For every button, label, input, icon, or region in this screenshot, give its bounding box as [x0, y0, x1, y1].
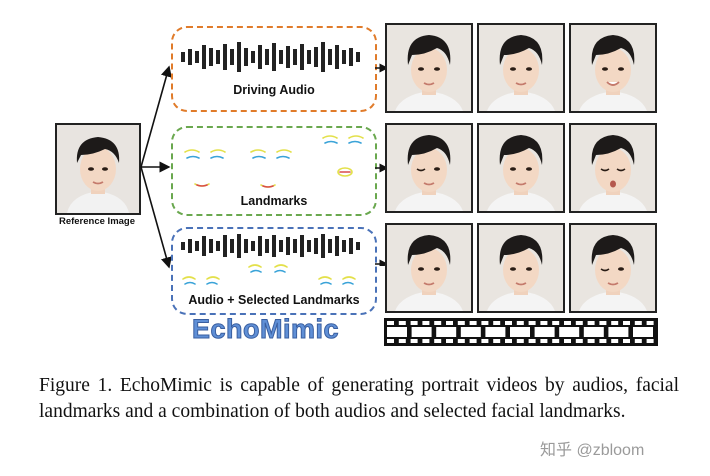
- film-cell: [534, 327, 555, 337]
- portrait-frame: [569, 23, 657, 113]
- echomimic-logo: EchoMimic: [191, 314, 340, 345]
- film-perforation: [575, 339, 583, 343]
- film-strip-icon: [384, 318, 658, 346]
- film-perforation: [410, 339, 418, 343]
- film-perforation: [469, 321, 477, 325]
- film-perforation: [540, 321, 548, 325]
- film-perforation: [446, 339, 453, 343]
- film-perforation: [528, 321, 536, 325]
- reference-image-label: Reference Image: [58, 216, 136, 227]
- film-cell: [485, 327, 506, 337]
- film-cell: [559, 327, 580, 337]
- film-perforation: [410, 321, 418, 325]
- portrait-frame: [477, 23, 565, 113]
- film-perforation: [516, 321, 524, 325]
- combo-waveform-icon: [181, 234, 360, 258]
- audio-landmarks-box: Audio + Selected Landmarks: [171, 227, 377, 315]
- portrait-frame: [385, 23, 473, 113]
- film-perforation: [422, 339, 430, 343]
- film-perforation: [634, 321, 642, 325]
- film-perforation: [469, 339, 477, 343]
- figure-caption: Figure 1. EchoMimic is capable of genera…: [39, 375, 679, 422]
- portrait-frame: [385, 123, 473, 213]
- watermark: 知乎 @zbloom: [540, 442, 645, 459]
- portrait-frame: [477, 123, 565, 213]
- driving-audio-label: Driving Audio: [233, 83, 315, 97]
- driving-audio-box: Driving Audio: [171, 26, 377, 112]
- film-perforation: [646, 321, 654, 325]
- film-perforation: [634, 339, 642, 343]
- film-perforation: [646, 339, 654, 343]
- film-perforation: [599, 339, 607, 343]
- film-perforation: [505, 321, 512, 325]
- portrait-frame: [569, 123, 657, 213]
- film-perforation: [623, 339, 630, 343]
- film-perforation: [552, 321, 560, 325]
- film-perforation: [387, 321, 394, 325]
- film-perforation: [587, 339, 595, 343]
- film-cell: [583, 327, 604, 337]
- reference-image: [55, 123, 141, 215]
- film-perforation: [493, 321, 501, 325]
- film-perforation: [457, 321, 465, 325]
- landmarks-box: Landmarks: [171, 126, 377, 216]
- film-perforation: [457, 339, 465, 343]
- film-perforation: [564, 339, 571, 343]
- landmarks-label: Landmarks: [240, 194, 308, 208]
- portrait-frame: [569, 223, 657, 313]
- fan-arrows: [140, 65, 172, 269]
- film-cell: [460, 327, 481, 337]
- portrait-frame: [385, 223, 473, 313]
- film-perforation: [575, 321, 583, 325]
- film-perforation: [422, 321, 430, 325]
- film-perforation: [611, 339, 619, 343]
- film-perforation: [599, 321, 607, 325]
- film-cell: [510, 327, 530, 337]
- film-perforation: [540, 339, 548, 343]
- portrait-frame: [477, 223, 565, 313]
- facial-landmarks-icon: [184, 135, 364, 188]
- film-perforation: [481, 321, 489, 325]
- film-perforation: [481, 339, 489, 343]
- film-perforation: [552, 339, 560, 343]
- film-perforation: [434, 321, 442, 325]
- film-perforation: [528, 339, 536, 343]
- film-perforation: [493, 339, 501, 343]
- film-perforation: [505, 339, 512, 343]
- film-perforation: [587, 321, 595, 325]
- audio-waveform-icon: [181, 42, 360, 72]
- audio-landmarks-label: Audio + Selected Landmarks: [188, 293, 360, 307]
- film-perforation: [398, 339, 406, 343]
- film-perforation: [446, 321, 453, 325]
- film-perforation: [434, 339, 442, 343]
- film-perforation: [516, 339, 524, 343]
- film-cell: [608, 327, 629, 337]
- film-perforation: [623, 321, 630, 325]
- film-perforation: [564, 321, 571, 325]
- film-cell: [436, 327, 457, 337]
- film-cell: [633, 327, 653, 337]
- film-cell: [411, 327, 432, 337]
- selected-landmarks-icon: [182, 264, 356, 285]
- film-perforation: [387, 339, 394, 343]
- film-cell: [387, 327, 407, 337]
- film-perforation: [398, 321, 406, 325]
- film-perforation: [611, 321, 619, 325]
